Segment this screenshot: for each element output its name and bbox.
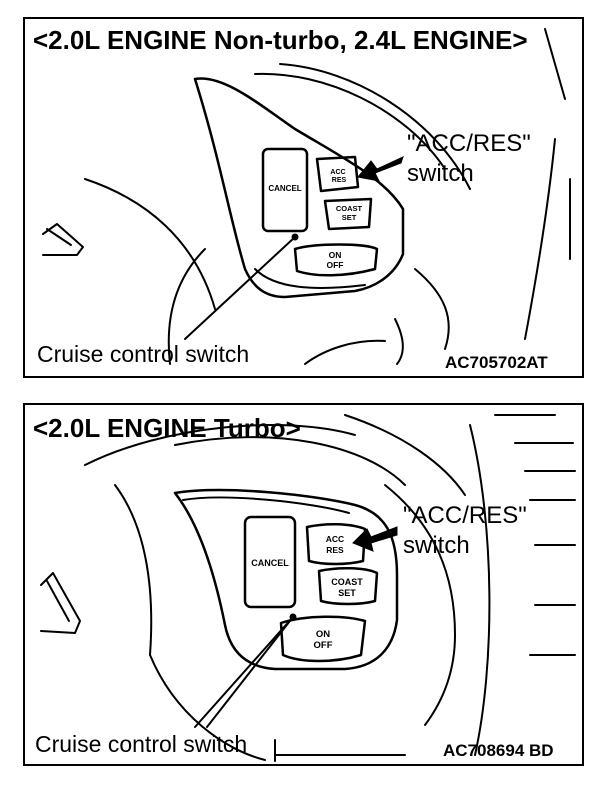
acc-res-button-shape xyxy=(315,155,360,193)
acc-label: ACC xyxy=(326,534,344,544)
panel-title: <2.0L ENGINE Turbo> xyxy=(33,413,301,443)
coast-label: COAST xyxy=(336,204,363,213)
cancel-button-shape xyxy=(243,515,297,609)
leader-line-1 xyxy=(194,616,294,728)
on-label: ON xyxy=(316,629,330,640)
cancel-button-shape xyxy=(261,147,309,233)
acc-label: ACC xyxy=(330,169,345,176)
arrow-icon xyxy=(357,156,404,182)
leader-line-2 xyxy=(206,616,294,728)
callout-line-1: "ACC/RES" xyxy=(403,502,527,529)
off-label: OFF xyxy=(327,260,344,270)
res-label: RES xyxy=(326,545,344,555)
figure-code: AC705702AT xyxy=(445,353,548,372)
coast-set-button-shape xyxy=(323,197,373,231)
coast-label: COAST xyxy=(331,577,363,587)
wheel-rim-left xyxy=(40,572,81,634)
off-label: OFF xyxy=(314,640,333,651)
set-label: SET xyxy=(342,213,357,222)
cruise-control-caption: Cruise control switch xyxy=(35,731,248,757)
callout-line-1: "ACC/RES" xyxy=(407,130,531,157)
cancel-label: CANCEL xyxy=(268,184,301,193)
switch-housing xyxy=(193,77,405,299)
figure-code: AC708694 BD xyxy=(443,741,554,760)
wheel-rim-left xyxy=(42,223,84,256)
cancel-label: CANCEL xyxy=(251,558,289,568)
on-off-button-shape xyxy=(279,615,367,663)
callout-line-2: switch xyxy=(407,160,474,187)
arrow-icon xyxy=(352,526,398,552)
leader-line xyxy=(184,236,296,340)
set-label: SET xyxy=(338,588,356,598)
steering-wheel-illustration: CANCEL ACC RES COAST SET ON OFF xyxy=(42,28,571,365)
on-off-button-shape xyxy=(293,243,379,277)
acc-res-button-shape xyxy=(305,523,367,566)
acc-res-callout: "ACC/RES" switch xyxy=(407,129,531,189)
coast-set-button-shape xyxy=(317,567,379,606)
steering-wheel-illustration: CANCEL ACC RES COAST SET ON OFF xyxy=(40,414,576,762)
diagram-panel-turbo: CANCEL ACC RES COAST SET ON OFF <2.0L EN… xyxy=(23,403,584,766)
panel-title: <2.0L ENGINE Non-turbo, 2.4L ENGINE> xyxy=(33,25,528,55)
diagram-panel-non-turbo: CANCEL ACC RES COAST SET ON OFF <2.0L EN… xyxy=(23,17,584,378)
res-label: RES xyxy=(332,177,347,184)
callout-line-2: switch xyxy=(403,532,470,559)
cruise-control-caption: Cruise control switch xyxy=(37,341,250,367)
acc-res-callout: "ACC/RES" switch xyxy=(403,501,527,561)
switch-housing xyxy=(173,488,399,671)
on-label: ON xyxy=(329,250,342,260)
